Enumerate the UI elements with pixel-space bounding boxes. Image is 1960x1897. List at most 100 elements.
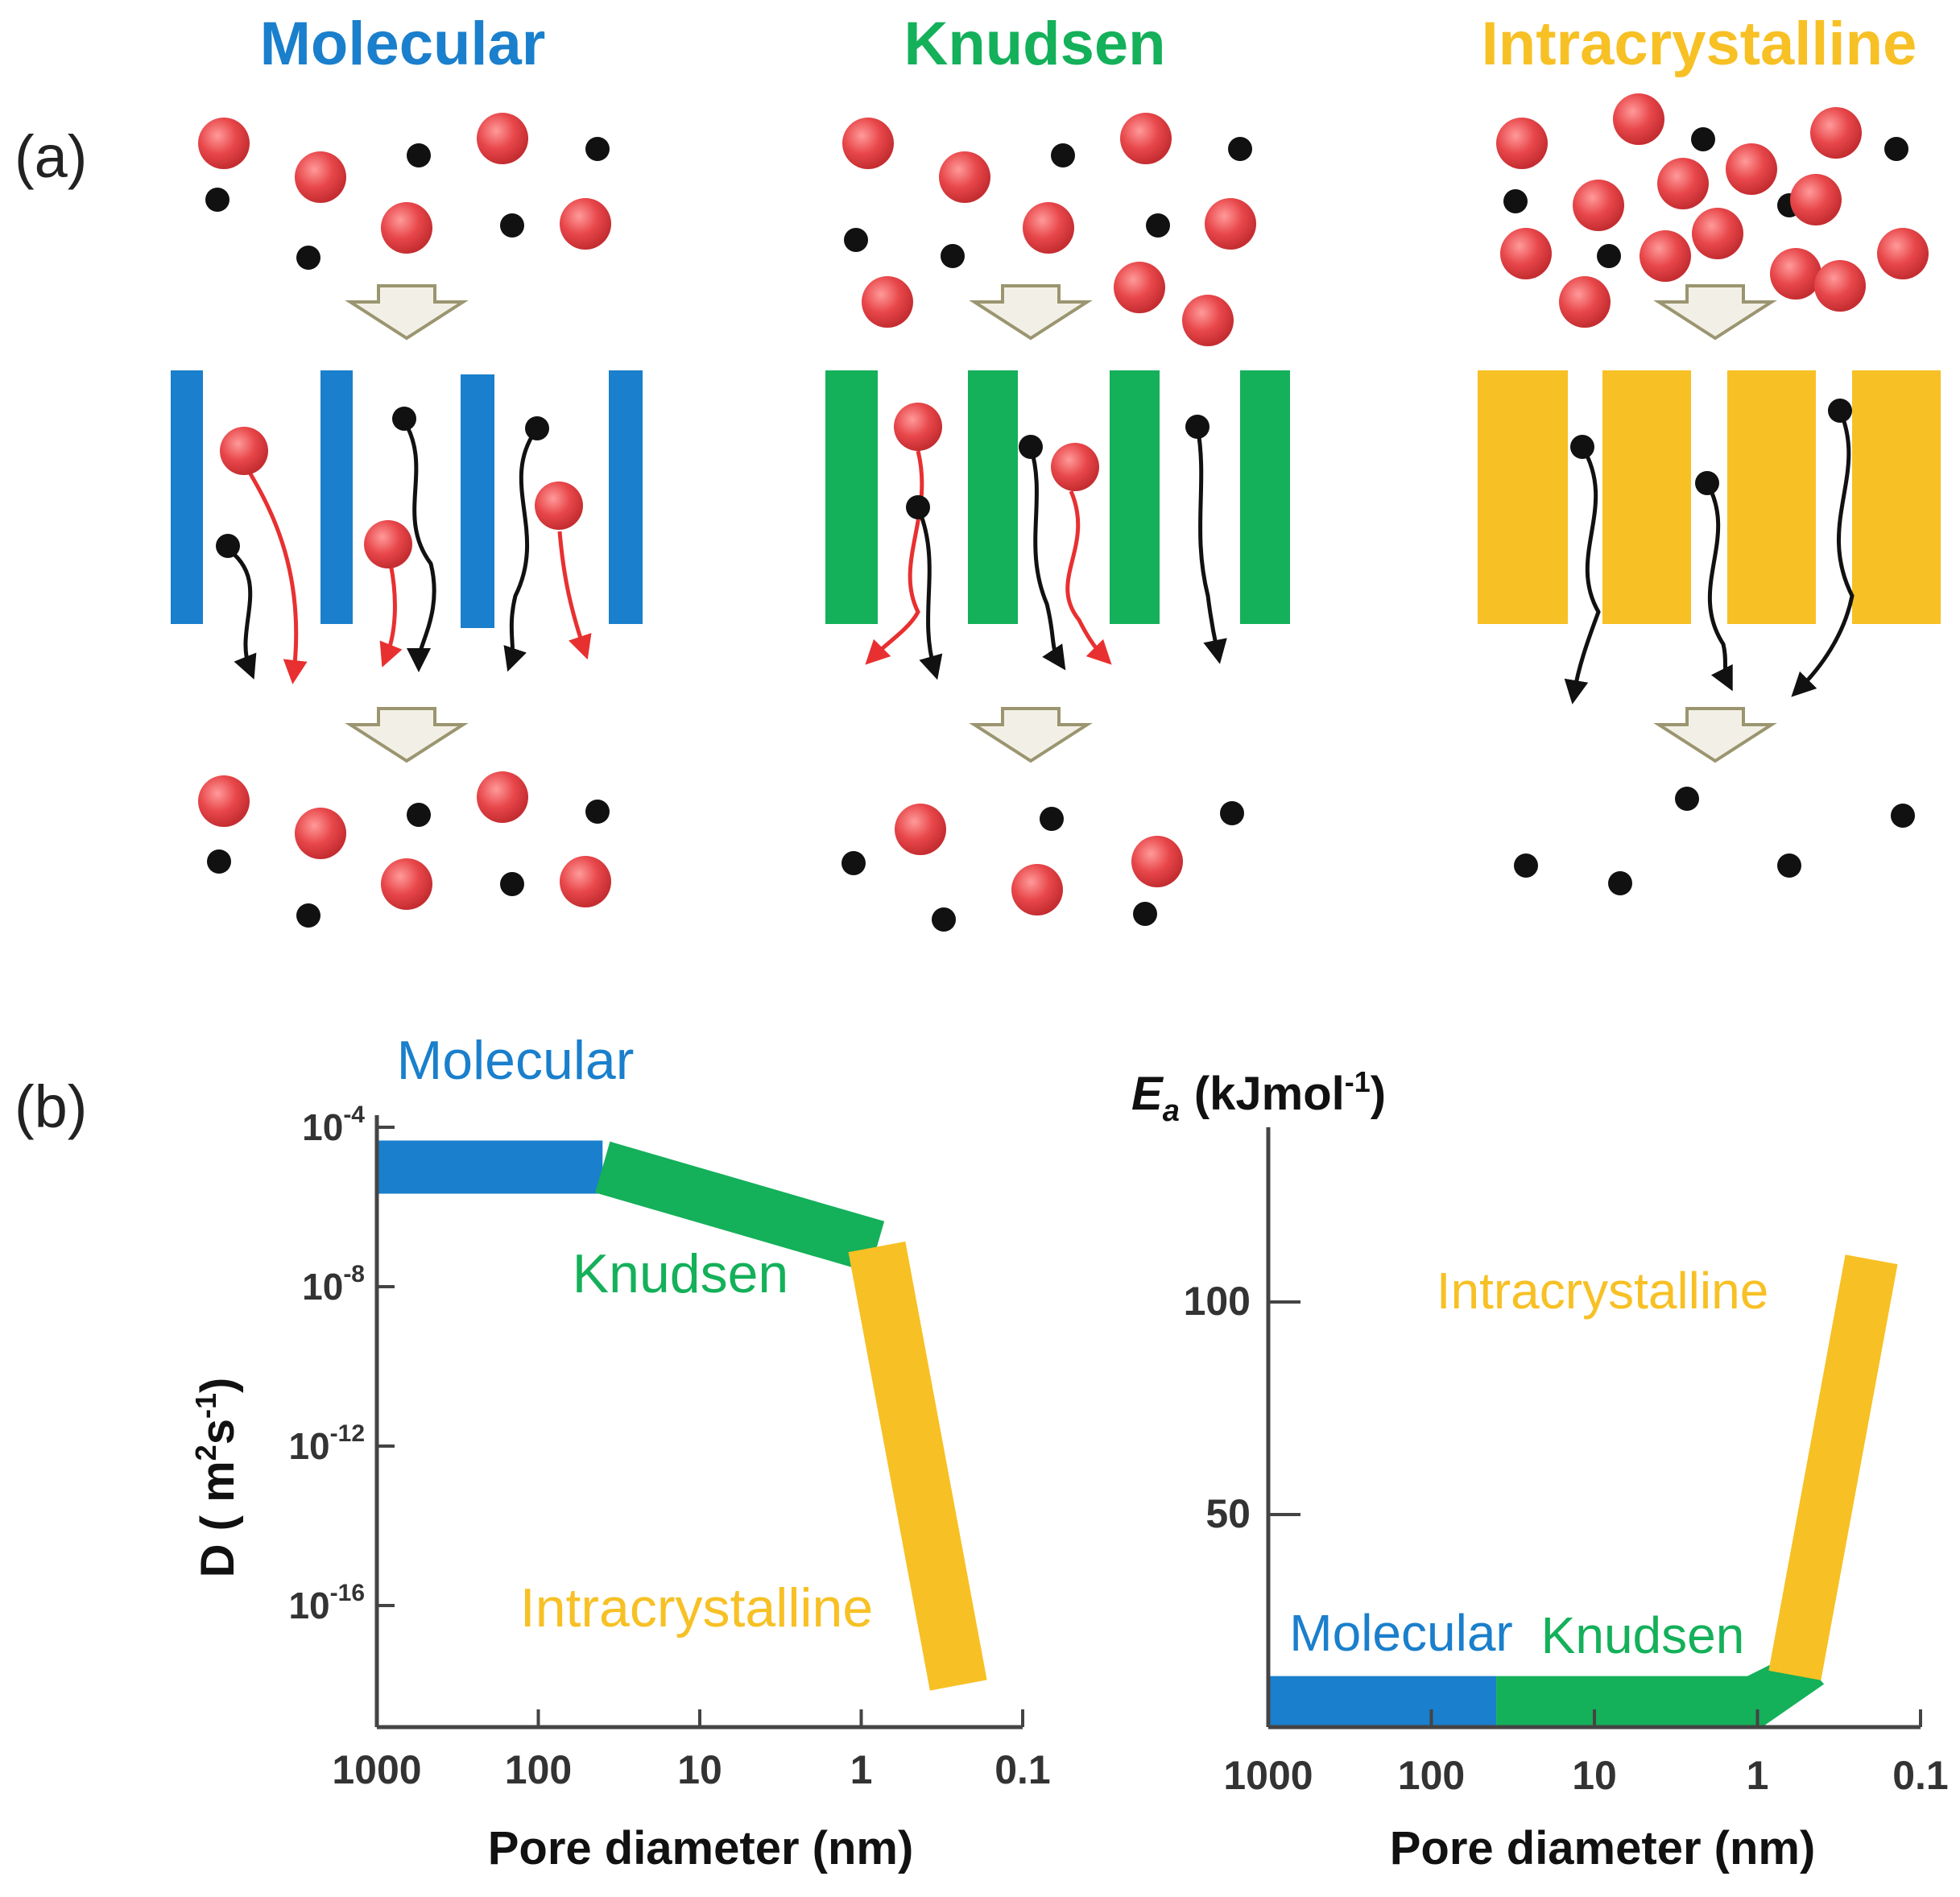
x-tick-label: 0.1 <box>994 1747 1051 1792</box>
small-molecule <box>941 244 965 268</box>
small-molecule <box>296 246 320 270</box>
large-molecule <box>1114 262 1165 313</box>
y-tick-label: 50 <box>1205 1491 1251 1536</box>
down-arrow-icon <box>345 707 469 763</box>
tick-exp: -12 <box>330 1420 365 1447</box>
ylabel-sup: -1 <box>1345 1065 1371 1098</box>
small-molecule <box>1695 471 1719 495</box>
large-molecule <box>1692 208 1743 259</box>
band-knudsen <box>595 1141 885 1273</box>
y-tick-label: 10-8 <box>302 1261 365 1308</box>
black-path <box>224 545 257 680</box>
ylabel-main: D <box>192 1544 244 1577</box>
band-intracrystalline <box>1768 1254 1898 1680</box>
large-molecule <box>295 808 346 859</box>
chart2-xlabel: Pore diameter (nm) <box>1390 1822 1816 1874</box>
red-path <box>1065 490 1112 665</box>
x-tick-label: 0.1 <box>1892 1753 1949 1798</box>
pore-wall <box>1852 370 1941 624</box>
red-path <box>557 531 592 660</box>
tick-base: 10 <box>288 1585 329 1626</box>
tick-exp: -4 <box>343 1101 365 1128</box>
large-molecule <box>295 151 346 203</box>
down-arrow-icon <box>1653 707 1777 763</box>
series-label-knudsen: Knudsen <box>573 1243 788 1304</box>
small-molecule <box>296 903 320 928</box>
chart1-xlabel: Pore diameter (nm) <box>488 1822 914 1874</box>
large-molecule <box>1182 295 1234 346</box>
large-molecule <box>1500 228 1552 279</box>
large-molecule <box>560 856 611 907</box>
red-path <box>239 457 308 684</box>
band-intracrystalline <box>848 1241 987 1691</box>
ylabel-sup1: 2 <box>189 1444 222 1461</box>
large-molecule <box>1023 202 1074 254</box>
down-arrow-icon <box>1653 284 1777 341</box>
large-molecule <box>1559 276 1611 328</box>
pore-wall <box>1602 370 1691 624</box>
x-tick-label: 1000 <box>1223 1753 1313 1798</box>
small-molecule <box>1146 213 1170 238</box>
pore-wall <box>1240 370 1290 624</box>
small-molecule <box>1220 801 1244 825</box>
down-arrow-icon <box>969 284 1093 341</box>
tick-exp: -8 <box>343 1261 365 1287</box>
small-molecule <box>500 213 524 238</box>
x-tick-label: 1 <box>850 1747 873 1792</box>
small-molecule <box>906 495 930 519</box>
large-molecule <box>1810 107 1862 159</box>
title-knudsen: Knudsen <box>904 10 1165 78</box>
small-molecule <box>407 143 431 167</box>
pore-wall <box>968 370 1018 624</box>
title-intracrystalline: Intracrystalline <box>1482 10 1917 78</box>
large-molecule <box>1657 158 1709 209</box>
small-molecule <box>844 228 868 252</box>
ylabel-end: ) <box>1371 1068 1386 1120</box>
large-molecule <box>198 118 250 169</box>
small-molecule <box>585 137 610 161</box>
black-path <box>1705 481 1733 692</box>
x-tick-label: 100 <box>505 1747 572 1792</box>
panel-b-label: (b) <box>14 1073 87 1140</box>
tick-base: 10 <box>288 1425 329 1467</box>
ylabel-s: s <box>192 1419 244 1444</box>
small-molecule <box>392 407 416 431</box>
large-molecule <box>535 481 583 530</box>
down-arrow-icon <box>969 707 1093 763</box>
small-molecule <box>1891 804 1915 828</box>
large-molecule <box>939 151 990 203</box>
small-molecule <box>407 803 431 827</box>
ylabel-sup2: -1 <box>189 1393 222 1419</box>
series-label-molecular: Molecular <box>1289 1604 1512 1662</box>
large-molecule <box>862 276 913 328</box>
series-label-knudsen: Knudsen <box>1541 1606 1745 1664</box>
small-molecule <box>207 849 231 874</box>
red-path <box>865 450 924 665</box>
large-molecule <box>1573 180 1624 231</box>
y-tick-label: 10-16 <box>288 1580 365 1626</box>
chart2-ticks <box>1268 1300 1922 1727</box>
black-path <box>1028 446 1066 671</box>
pore-walls-knudsen <box>825 370 1290 624</box>
large-molecule <box>1131 836 1183 887</box>
chart1-ylabel: D ( m2s-1) <box>189 1378 244 1578</box>
black-path <box>1791 410 1855 697</box>
chart2-bands <box>1268 1254 1898 1727</box>
large-molecule <box>1011 864 1063 915</box>
large-molecule <box>198 775 250 827</box>
small-molecule <box>1040 807 1064 831</box>
ylabel-main: E <box>1131 1068 1164 1120</box>
large-molecule <box>381 858 432 910</box>
pore-wall <box>320 370 353 624</box>
red-path <box>379 563 403 667</box>
large-molecule <box>1205 198 1256 250</box>
band-molecular <box>1268 1676 1497 1727</box>
pore-wall <box>1110 370 1160 624</box>
large-molecule <box>1120 113 1172 164</box>
black-path <box>1195 426 1227 664</box>
small-molecule <box>1828 399 1852 423</box>
large-molecule <box>1496 118 1548 169</box>
